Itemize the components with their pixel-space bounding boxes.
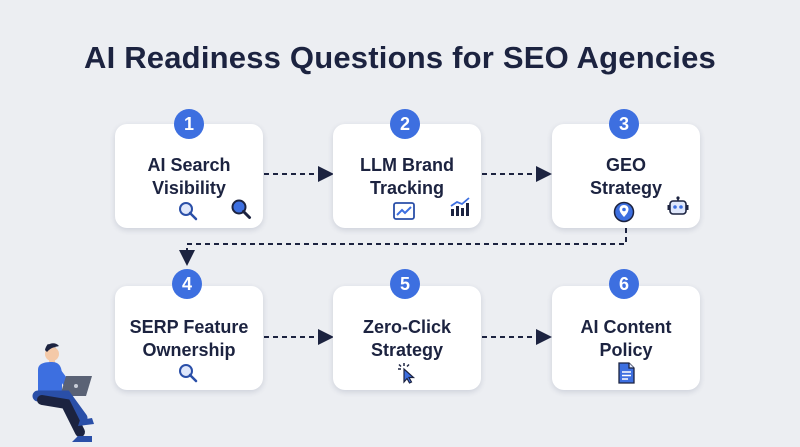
step-badge-3: 3 [609,109,639,139]
step-badge-6: 6 [609,269,639,299]
robot-icon [667,196,689,215]
document-icon [618,362,635,384]
search-icon [231,199,251,219]
cursor-click-icon [398,363,416,384]
location-pin-icon [613,201,635,223]
step-badge-4: 4 [172,269,202,299]
person-laptop-illustration [32,343,94,442]
magnifier-icon [179,202,198,221]
step-label: GEO Strategy [589,155,663,198]
step-badge-1: 1 [174,109,204,139]
step-card-1: AI Search Visibility [115,124,263,228]
step-card-5: Zero-Click Strategy [333,286,481,390]
step-card-3: GEO Strategy [552,124,700,228]
step-label: AI Search Visibility [147,155,231,198]
step-label: AI Content Policy [580,317,672,360]
step-label: LLM Brand Tracking [360,155,454,198]
step-card-6: AI Content Policy [552,286,700,390]
trend-chart-icon [393,202,415,220]
step-badge-5: 5 [390,269,420,299]
page-title: AI Readiness Questions for SEO Agencies [84,40,716,75]
step-card-2: LLM Brand Tracking [333,124,481,228]
step-badge-2: 2 [390,109,420,139]
magnifier-icon [179,364,198,383]
bar-chart-icon [450,197,470,216]
step-label: Zero-Click Strategy [362,317,452,360]
step-card-4: SERP Feature Ownership [115,286,263,390]
step-label: SERP Feature Ownership [129,317,249,360]
arrow-3-4 [179,228,627,266]
